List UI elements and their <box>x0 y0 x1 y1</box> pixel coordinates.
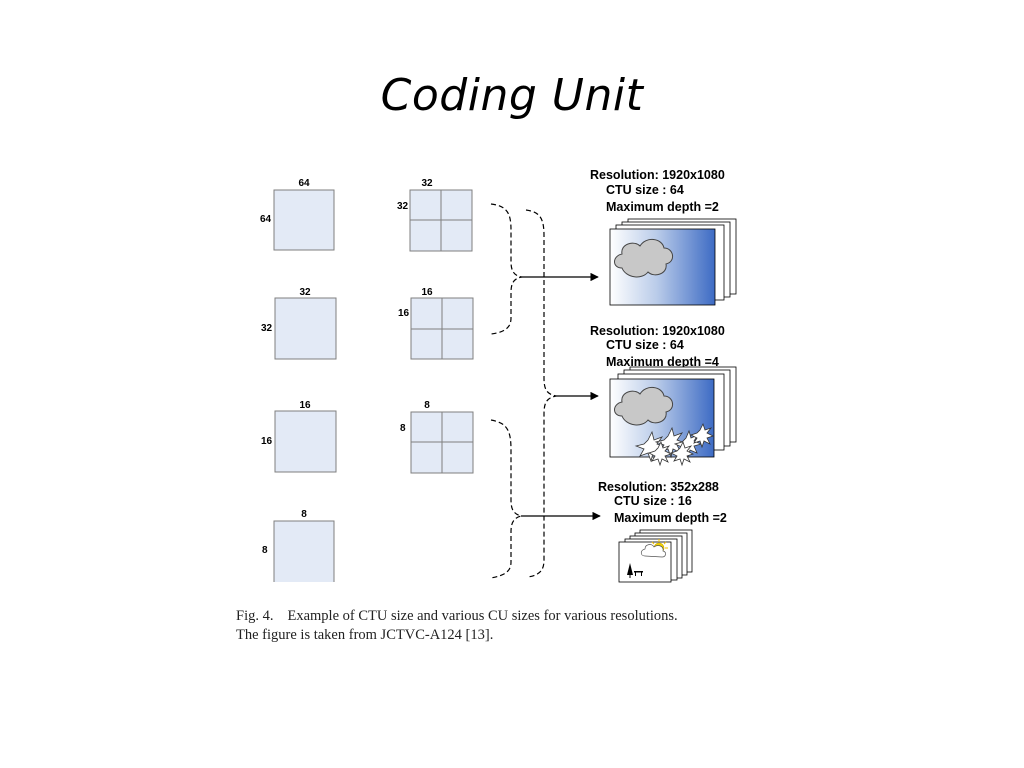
max-depth-text: Maximum depth =2 <box>614 511 727 525</box>
ctu-size-text: CTU size : 64 <box>606 338 684 352</box>
figure-caption: Fig. 4. Example of CTU size and various C… <box>236 607 796 645</box>
cu-height-label: 8 <box>262 545 268 556</box>
split-height-label: 32 <box>397 201 409 212</box>
split-height-label: 8 <box>400 423 406 434</box>
figure-number: Fig. 4. <box>236 608 274 624</box>
split-height-label: 16 <box>398 308 410 319</box>
cu-block-8: 8 8 <box>262 509 335 582</box>
arrows <box>521 272 601 521</box>
max-depth-text: Maximum depth =2 <box>606 200 719 214</box>
cu-height-label: 64 <box>260 214 272 225</box>
cu-height-label: 32 <box>261 323 273 334</box>
resolution-text: Resolution: 1920x1080 <box>590 168 725 182</box>
cu-width-label: 8 <box>301 509 307 520</box>
resolution-group-3: Resolution: 352x288 CTU size : 16 Maximu… <box>598 480 727 583</box>
max-depth-text: Maximum depth =4 <box>606 355 719 369</box>
caption-line-1: Fig. 4. Example of CTU size and various C… <box>236 607 796 626</box>
slide-title: Coding Unit <box>380 70 644 121</box>
resolution-text: Resolution: 1920x1080 <box>590 324 725 338</box>
cu-block-32: 32 32 <box>261 287 337 360</box>
split-width-label: 8 <box>424 400 430 411</box>
resolution-group-2: Resolution: 1920x1080 CTU size : 64 Maxi… <box>590 324 737 467</box>
frame-stack <box>609 218 737 306</box>
cloud-icon <box>614 239 673 278</box>
cu-block-16: 16 16 <box>261 400 337 473</box>
ctu-size-text: CTU size : 16 <box>614 494 692 508</box>
cu-height-label: 16 <box>261 436 273 447</box>
cu-width-label: 64 <box>298 178 310 189</box>
cu-width-label: 32 <box>299 287 311 298</box>
small-cloud-icon <box>640 544 666 558</box>
split-width-label: 16 <box>421 287 433 298</box>
ctu-size-text: CTU size : 64 <box>606 183 684 197</box>
split-block-16: 16 16 <box>398 287 474 360</box>
resolution-text: Resolution: 352x288 <box>598 480 719 494</box>
brace-connectors <box>490 203 557 579</box>
split-block-8: 8 8 <box>400 400 474 474</box>
caption-text-2: The figure is taken from JCTVC-A124 [13]… <box>236 627 494 643</box>
cu-width-label: 16 <box>299 400 311 411</box>
cloud-icon <box>614 387 673 426</box>
cu-block-64: 64 64 <box>260 178 335 251</box>
caption-text-1: Example of CTU size and various CU sizes… <box>287 608 678 624</box>
flower-cluster-icon <box>634 422 715 467</box>
split-width-label: 32 <box>421 178 433 189</box>
tree-bench-icon <box>627 563 643 578</box>
split-block-32: 32 32 <box>397 178 473 252</box>
resolution-group-1: Resolution: 1920x1080 CTU size : 64 Maxi… <box>590 168 737 306</box>
